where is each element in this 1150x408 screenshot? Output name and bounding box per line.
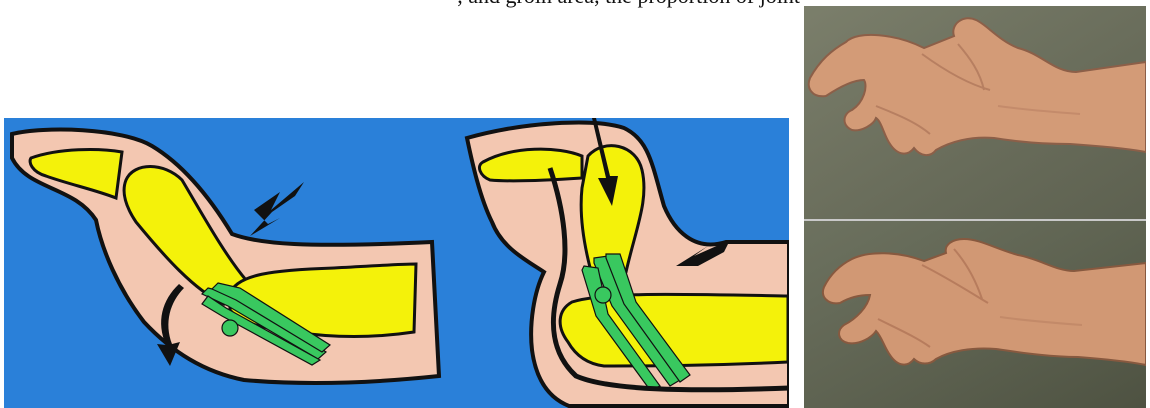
bottom-hand-photo [804,221,1146,408]
finger-deformity-diagram [4,118,789,408]
right-finger-diagram [467,118,789,406]
top-hand-photo [804,6,1146,220]
top-hand-photo-image [804,6,1146,220]
left-upper-force-arrow [250,182,304,236]
top-caption-text: , and groin area, the proportion of join… [350,0,800,8]
finger-deformity-diagram-panel [4,118,789,408]
bottom-hand-photo-image [804,221,1146,408]
left-finger-diagram [12,130,439,383]
